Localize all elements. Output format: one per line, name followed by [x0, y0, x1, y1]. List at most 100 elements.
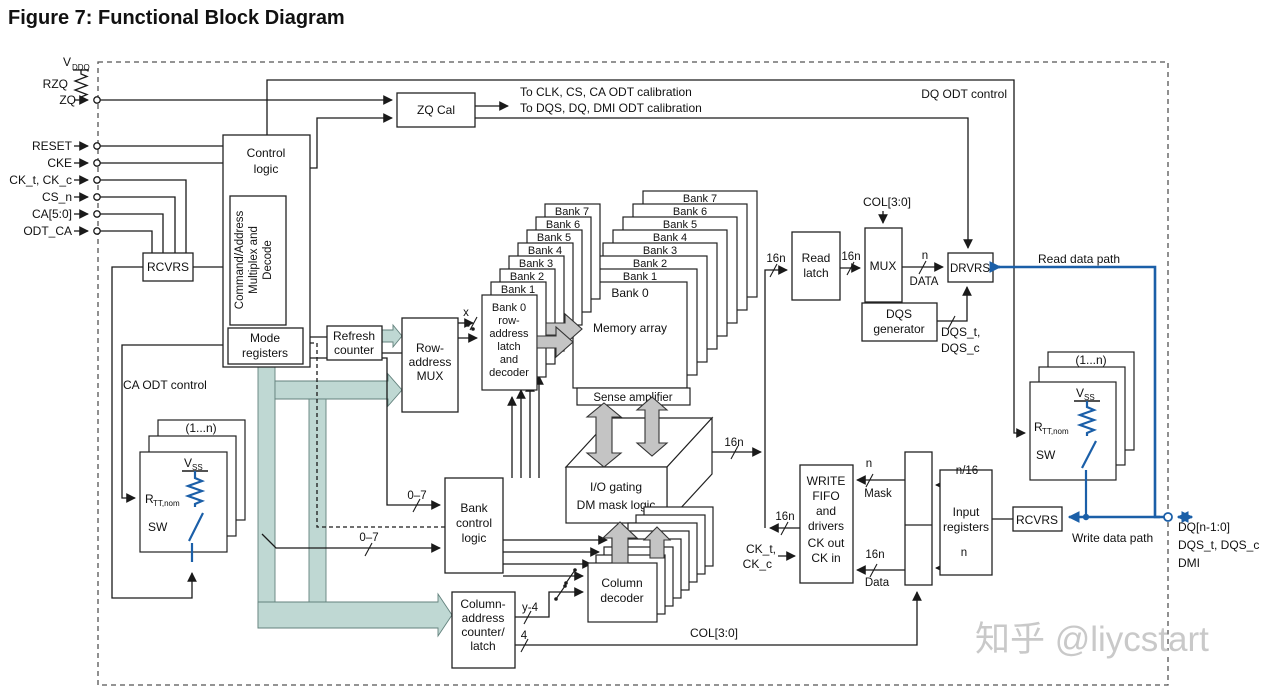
svg-text:n: n	[961, 547, 967, 559]
svg-text:SW: SW	[1036, 448, 1056, 462]
svg-text:Bank 0: Bank 0	[492, 302, 526, 314]
data-paths	[989, 261, 1194, 523]
svg-text:registers: registers	[943, 520, 989, 534]
left-pads	[73, 69, 101, 236]
pad-dq	[1163, 512, 1173, 522]
svg-text:row-: row-	[498, 315, 520, 327]
block-bank0-row-latch	[481, 294, 538, 391]
wire-col30	[515, 591, 922, 646]
dq-odt-termination: (1...n) V SS R TT,nom SW	[1029, 351, 1135, 514]
block-rcvrs-dq	[1012, 506, 1063, 532]
label-dqs-c: DQS_c	[941, 341, 980, 355]
svg-text:n: n	[866, 458, 872, 470]
svg-text:16n: 16n	[724, 437, 743, 449]
svg-text:Read: Read	[802, 251, 831, 265]
rzq-resistor-icon	[73, 70, 89, 100]
svg-text:registers: registers	[242, 346, 288, 360]
svg-text:FIFO: FIFO	[812, 489, 839, 503]
label-column-decoder-1: Column	[601, 576, 642, 590]
block-write-fifo	[799, 464, 854, 584]
label-odt-ca: ODT_CA	[23, 224, 72, 238]
label-cal1: To CLK, CS, CA ODT calibration	[520, 85, 692, 99]
svg-text:logic: logic	[254, 162, 279, 176]
svg-text:4: 4	[521, 630, 528, 642]
svg-text:address: address	[489, 328, 529, 340]
svg-text:ZQ Cal: ZQ Cal	[417, 103, 455, 117]
block-sense-amplifier	[576, 387, 691, 406]
svg-text:latch: latch	[497, 341, 520, 353]
svg-text:control: control	[456, 516, 492, 530]
label-col30-bottom: COL[3:0]	[690, 626, 738, 640]
tap-dots	[466, 323, 577, 601]
svg-text:V: V	[184, 456, 192, 470]
svg-text:Data: Data	[865, 577, 890, 589]
svg-text:n: n	[922, 250, 928, 262]
svg-text:Bank 2: Bank 2	[633, 258, 667, 270]
svg-text:and: and	[816, 504, 836, 518]
bank-latch-labels: Bank 7 Bank 6 Bank 5 Bank 4 Bank 3 Bank …	[489, 206, 589, 379]
svg-text:counter/: counter/	[461, 625, 505, 639]
svg-text:V: V	[1076, 386, 1084, 400]
svg-text:知乎 @liycstart: 知乎 @liycstart	[977, 622, 1211, 661]
label-rzq: RZQ	[43, 77, 68, 91]
svg-text:CK out: CK out	[808, 536, 845, 550]
label-cal2: To DQS, DQ, DMI ODT calibration	[520, 101, 702, 115]
svg-text:latch: latch	[470, 639, 495, 653]
svg-text:(1...n): (1...n)	[185, 421, 216, 435]
svg-text:DQS: DQS	[886, 307, 912, 321]
gray-data-arrows	[536, 312, 672, 564]
pad-ck	[93, 176, 101, 184]
label-ck: CK_t, CK_c	[9, 173, 72, 187]
svg-text:16n: 16n	[841, 251, 860, 263]
label-col30-top: COL[3:0]	[863, 195, 911, 209]
wire-dq-odt-control	[266, 79, 1026, 438]
svg-text:0–7: 0–7	[359, 532, 378, 544]
label-ca-odt-control: CA ODT control	[123, 378, 207, 392]
svg-text:Command/Address: Command/Address	[234, 211, 246, 310]
svg-text:RCVRS: RCVRS	[1016, 513, 1058, 527]
svg-text:R: R	[1034, 420, 1043, 434]
block-mux	[864, 227, 903, 303]
rtt-resistor-switch-icon	[184, 471, 206, 562]
pad-ca	[93, 210, 101, 218]
svg-text:Bank 1: Bank 1	[501, 284, 535, 296]
annotations: To CLK, CS, CA ODT calibration To DQS, D…	[123, 85, 1259, 642]
block-rcvrs-ca	[142, 252, 194, 282]
figure-title: Figure 7: Functional Block Diagram	[8, 7, 345, 29]
svg-text:CK in: CK in	[811, 551, 840, 565]
block-memory-array	[572, 281, 688, 389]
label-ca: CA[5:0]	[32, 207, 72, 221]
blocks-right-labels: Read latch MUX DRVRS DQS generator WRITE…	[802, 251, 1058, 565]
svg-text:MUX: MUX	[870, 259, 897, 273]
svg-text:WRITE: WRITE	[807, 474, 846, 488]
svg-text:Bank 6: Bank 6	[673, 206, 707, 218]
blocks-right	[791, 227, 1063, 586]
svg-text:Refresh: Refresh	[333, 329, 375, 343]
label-cs: CS_n	[42, 190, 72, 204]
svg-text:Bank: Bank	[460, 501, 488, 515]
svg-text:SW: SW	[148, 520, 168, 534]
mode-register-buses	[257, 323, 453, 638]
svg-text:16n: 16n	[865, 549, 884, 561]
pad-zq	[93, 96, 101, 104]
svg-text:Sense amplifier: Sense amplifier	[593, 392, 672, 404]
ca-odt-termination: (1...n) V SS R TT,nom SW	[139, 419, 246, 562]
svg-text:Bank 1: Bank 1	[623, 271, 657, 283]
svg-text:y-4: y-4	[522, 602, 539, 614]
svg-text:SS: SS	[1084, 393, 1095, 402]
block-zq-cal	[396, 92, 476, 128]
block-bank-control	[444, 477, 504, 574]
svg-text:Mask: Mask	[864, 488, 892, 500]
svg-text:Decode: Decode	[262, 240, 274, 280]
label-dqs-pin: DQS_t, DQS_c	[1178, 538, 1259, 552]
block-drvrs	[947, 252, 994, 283]
svg-text:Bank 5: Bank 5	[663, 219, 697, 231]
svg-text:and: and	[500, 354, 518, 366]
svg-text:知乎 @liycstart: 知乎 @liycstart	[975, 620, 1209, 659]
memory-bank-labels: Bank 7 Bank 6 Bank 5 Bank 4 Bank 3 Bank …	[593, 193, 717, 404]
svg-text:counter: counter	[334, 343, 374, 357]
svg-text:Bank 5: Bank 5	[537, 232, 571, 244]
memory-bank-stack	[572, 190, 758, 406]
svg-text:Bank 4: Bank 4	[528, 245, 562, 257]
